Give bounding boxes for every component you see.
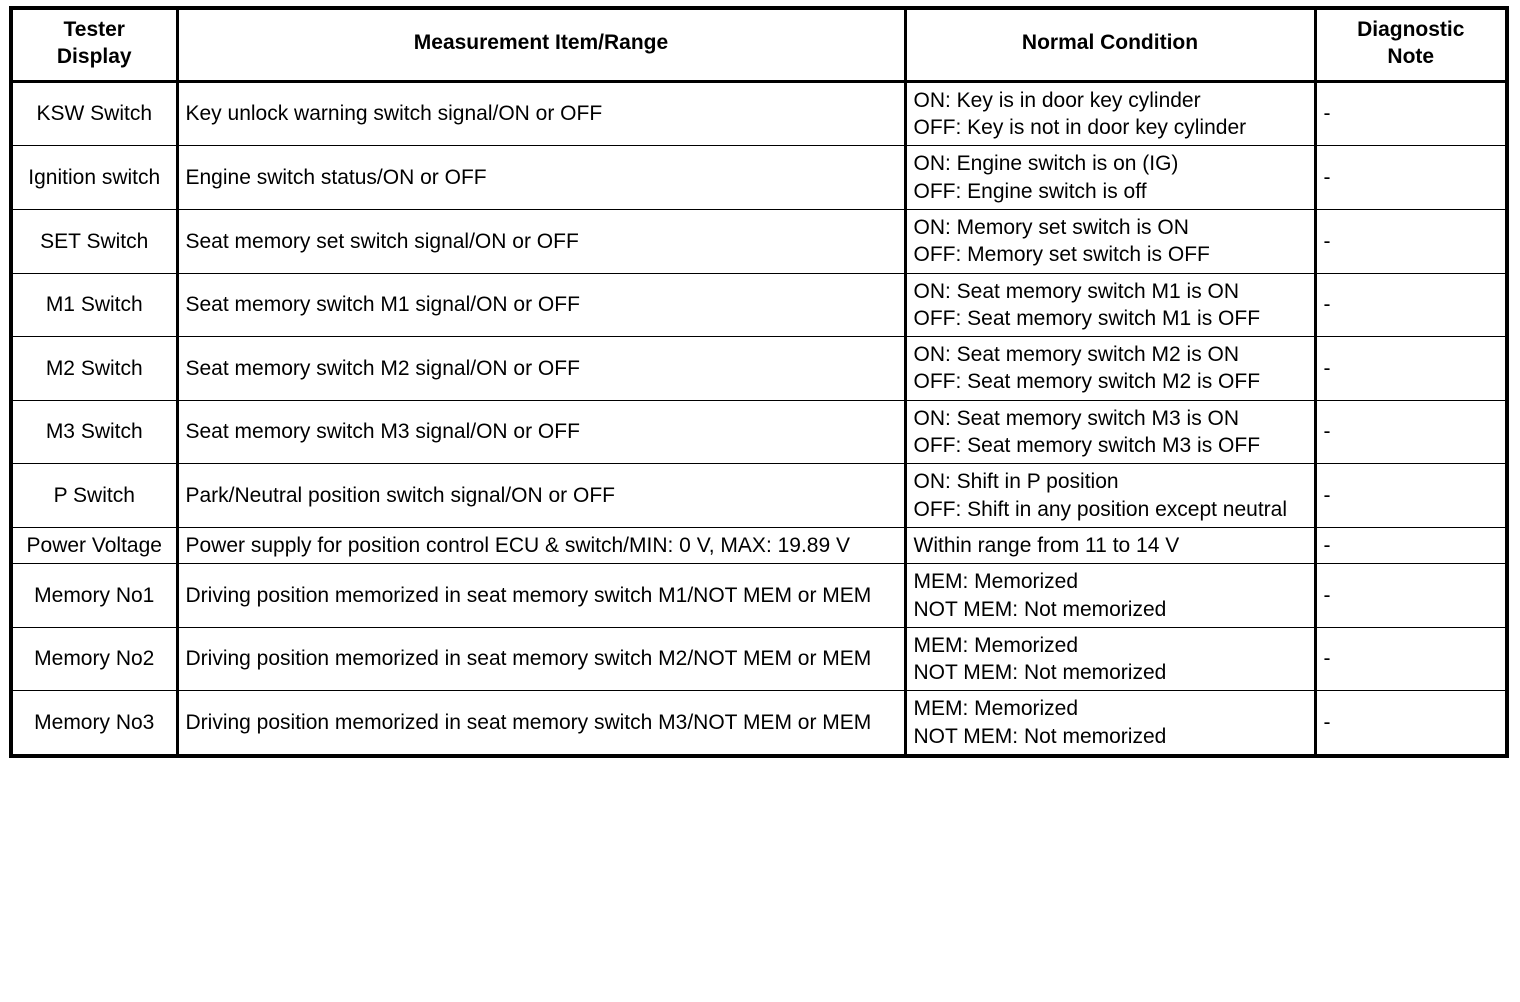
normal-condition-line-on: ON: Shift in P position: [913, 470, 1119, 494]
normal-condition-line-not-mem: NOT MEM: Not memorized: [913, 597, 1167, 621]
cell-tester-display: Ignition switch: [10, 145, 179, 210]
cell-diagnostic-note: -: [1314, 145, 1508, 210]
cell-tester-display: Power Voltage: [10, 526, 179, 565]
cell-diagnostic-note: -: [1314, 690, 1508, 757]
table-row: KSW Switch Key unlock warning switch sig…: [10, 80, 1508, 147]
normal-condition-line-on: ON: Engine switch is on (IG): [913, 152, 1179, 176]
normal-condition-line-off: OFF: Seat memory switch M1 is OFF: [913, 306, 1261, 330]
cell-diagnostic-note: -: [1314, 208, 1508, 274]
cell-tester-display: KSW Switch: [10, 80, 179, 147]
table-row: Power Voltage Power supply for position …: [10, 526, 1508, 565]
table-row: Memory No2 Driving position memorized in…: [10, 626, 1508, 692]
normal-condition-line-on: Within range from 11 to 14 V: [913, 533, 1180, 557]
cell-normal-condition: ON: Engine switch is on (IG) OFF: Engine…: [904, 145, 1317, 210]
cell-measurement: Seat memory switch M2 signal/ON or OFF: [176, 336, 907, 401]
normal-condition-line-mem: MEM: Memorized: [913, 697, 1079, 721]
normal-condition-line-mem: MEM: Memorized: [913, 633, 1079, 657]
column-header-diagnostic-note-line1: Diagnostic: [1357, 18, 1465, 41]
normal-condition-line-on: ON: Seat memory switch M2 is ON: [913, 343, 1240, 367]
cell-tester-display: M1 Switch: [10, 272, 179, 338]
table-row: Memory No3 Driving position memorized in…: [10, 690, 1508, 757]
cell-diagnostic-note: -: [1314, 626, 1508, 692]
cell-measurement: Driving position memorized in seat memor…: [176, 690, 907, 757]
normal-condition-line-off: OFF: Memory set switch is OFF: [913, 243, 1210, 267]
cell-measurement: Seat memory set switch signal/ON or OFF: [176, 208, 907, 274]
cell-normal-condition: ON: Seat memory switch M1 is ON OFF: Sea…: [904, 272, 1317, 338]
normal-condition-line-on: ON: Key is in door key cylinder: [913, 88, 1201, 112]
cell-measurement: Key unlock warning switch signal/ON or O…: [176, 80, 907, 147]
cell-measurement: Engine switch status/ON or OFF: [176, 145, 907, 210]
normal-condition-line-off: OFF: Seat memory switch M3 is OFF: [913, 434, 1261, 458]
column-header-measurement-label: Measurement Item/Range: [413, 31, 669, 55]
cell-tester-display: P Switch: [10, 463, 179, 528]
table-row: Ignition switch Engine switch status/ON …: [10, 145, 1508, 210]
cell-normal-condition: MEM: Memorized NOT MEM: Not memorized: [904, 563, 1317, 628]
cell-diagnostic-note: -: [1314, 272, 1508, 338]
cell-normal-condition: Within range from 11 to 14 V: [904, 526, 1317, 565]
table-row: M3 Switch Seat memory switch M3 signal/O…: [10, 399, 1508, 465]
cell-diagnostic-note: -: [1314, 563, 1508, 628]
normal-condition-line-off: OFF: Shift in any position except neutra…: [913, 497, 1288, 521]
cell-tester-display: M3 Switch: [10, 399, 179, 465]
cell-measurement: Driving position memorized in seat memor…: [176, 563, 907, 628]
column-header-tester-display-line2: Display: [56, 44, 132, 68]
normal-condition-line-on: ON: Seat memory switch M3 is ON: [913, 406, 1240, 430]
normal-condition-line-off: OFF: Engine switch is off: [913, 179, 1147, 203]
cell-tester-display: Memory No3: [10, 690, 179, 757]
normal-condition-line-off: OFF: Seat memory switch M2 is OFF: [913, 370, 1261, 394]
data-list-table: Tester Display Measurement Item/Range No…: [9, 6, 1509, 758]
table-row: M2 Switch Seat memory switch M2 signal/O…: [10, 336, 1508, 401]
cell-measurement: Driving position memorized in seat memor…: [176, 626, 907, 692]
column-header-measurement: Measurement Item/Range: [176, 7, 907, 83]
column-header-tester-display: Tester Display: [10, 7, 179, 83]
cell-tester-display: Memory No2: [10, 626, 179, 692]
column-header-diagnostic-note: Diagnostic Note: [1314, 7, 1508, 83]
cell-tester-display: SET Switch: [10, 208, 179, 274]
cell-measurement: Power supply for position control ECU & …: [176, 526, 907, 565]
cell-measurement: Seat memory switch M1 signal/ON or OFF: [176, 272, 907, 338]
normal-condition-line-off: OFF: Key is not in door key cylinder: [913, 116, 1247, 140]
cell-diagnostic-note: -: [1314, 526, 1508, 565]
cell-diagnostic-note: -: [1314, 80, 1508, 147]
cell-normal-condition: ON: Shift in P position OFF: Shift in an…: [904, 463, 1317, 528]
cell-measurement: Park/Neutral position switch signal/ON o…: [176, 463, 907, 528]
cell-normal-condition: MEM: Memorized NOT MEM: Not memorized: [904, 690, 1317, 757]
normal-condition-line-on: ON: Memory set switch is ON: [913, 215, 1189, 239]
column-header-tester-display-line1: Tester: [63, 18, 125, 41]
cell-normal-condition: ON: Seat memory switch M2 is ON OFF: Sea…: [904, 336, 1317, 401]
table-row: P Switch Park/Neutral position switch si…: [10, 463, 1508, 528]
cell-diagnostic-note: -: [1314, 336, 1508, 401]
table-row: SET Switch Seat memory set switch signal…: [10, 208, 1508, 274]
header-row: Tester Display Measurement Item/Range No…: [10, 7, 1508, 83]
cell-normal-condition: ON: Memory set switch is ON OFF: Memory …: [904, 208, 1317, 274]
column-header-normal-condition-label: Normal Condition: [1021, 31, 1199, 55]
cell-tester-display: Memory No1: [10, 563, 179, 628]
normal-condition-line-on: ON: Seat memory switch M1 is ON: [913, 279, 1240, 303]
cell-normal-condition: MEM: Memorized NOT MEM: Not memorized: [904, 626, 1317, 692]
normal-condition-line-not-mem: NOT MEM: Not memorized: [913, 724, 1167, 748]
table-row: Memory No1 Driving position memorized in…: [10, 563, 1508, 628]
table-body: KSW Switch Key unlock warning switch sig…: [10, 80, 1508, 757]
normal-condition-line-mem: MEM: Memorized: [913, 570, 1079, 594]
column-header-normal-condition: Normal Condition: [904, 7, 1317, 83]
cell-diagnostic-note: -: [1314, 463, 1508, 528]
cell-normal-condition: ON: Key is in door key cylinder OFF: Key…: [904, 80, 1317, 147]
table-header: Tester Display Measurement Item/Range No…: [10, 7, 1508, 83]
column-header-diagnostic-note-line2: Note: [1387, 44, 1435, 68]
cell-normal-condition: ON: Seat memory switch M3 is ON OFF: Sea…: [904, 399, 1317, 465]
cell-diagnostic-note: -: [1314, 399, 1508, 465]
normal-condition-line-not-mem: NOT MEM: Not memorized: [913, 661, 1167, 685]
table-row: M1 Switch Seat memory switch M1 signal/O…: [10, 272, 1508, 338]
cell-tester-display: M2 Switch: [10, 336, 179, 401]
cell-measurement: Seat memory switch M3 signal/ON or OFF: [176, 399, 907, 465]
